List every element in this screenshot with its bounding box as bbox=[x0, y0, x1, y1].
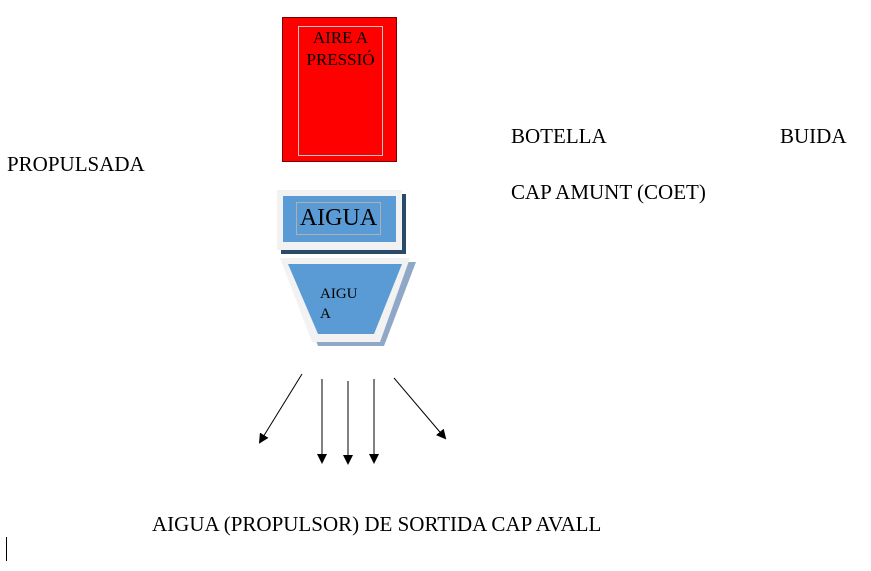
propulsada-text: PROPULSADA bbox=[7, 152, 145, 176]
bottom-caption: AIGUA (PROPULSOR) DE SORTIDA CAP AVALL bbox=[152, 512, 602, 536]
water-funnel-shape bbox=[280, 258, 416, 346]
air-chamber-shape bbox=[282, 17, 397, 162]
buida-text: BUIDA bbox=[780, 124, 847, 148]
arrow-right bbox=[393, 377, 447, 440]
cap-amunt-text: CAP AMUNT (COET) bbox=[511, 180, 706, 204]
botella-text: BOTELLA bbox=[511, 124, 607, 148]
arrow-left bbox=[258, 373, 303, 444]
text-cursor bbox=[6, 537, 7, 561]
water-box-label: AIGUA bbox=[296, 202, 381, 235]
air-label: AIRE A PRESSIÓ bbox=[298, 26, 383, 156]
